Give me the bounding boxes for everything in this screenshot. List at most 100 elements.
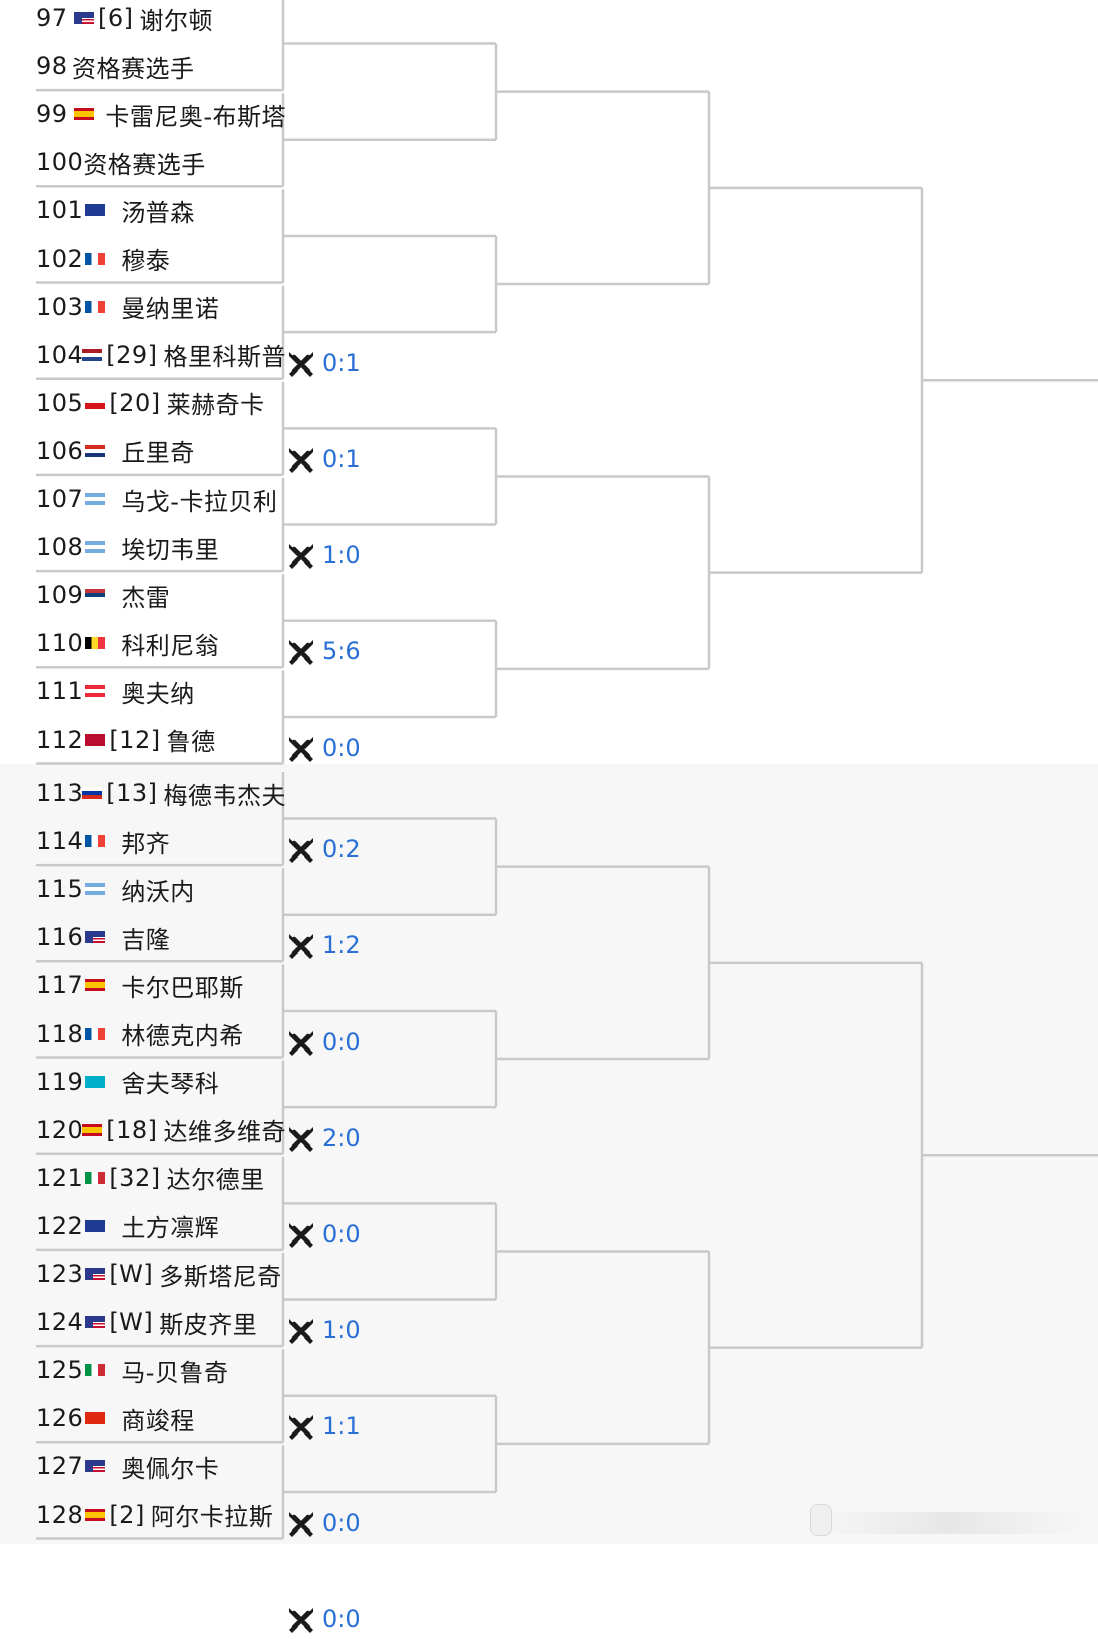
h2h-badge[interactable]: 0:0: [286, 1507, 361, 1539]
player-name: 阿尔卡拉斯: [150, 1503, 274, 1531]
seed-label: [29]: [106, 340, 158, 369]
player-name: 达维多维奇: [163, 1118, 286, 1147]
player-row[interactable]: 104[29]格里科斯普: [36, 334, 286, 376]
player-name: 曼纳里诺: [121, 295, 220, 324]
it-flag-icon: [85, 1171, 106, 1184]
h2h-badge[interactable]: 0:0: [286, 1603, 361, 1635]
h2h-badge[interactable]: 5:6: [286, 635, 361, 667]
ru-flag-icon: [82, 787, 103, 799]
h2h-score: 0:2: [322, 835, 361, 864]
player-name: 埃切韦里: [121, 535, 220, 564]
draw-number: 119: [36, 1067, 84, 1096]
draw-number: 127: [36, 1452, 84, 1481]
h2h-badge[interactable]: 0:0: [286, 1218, 361, 1250]
player-row[interactable]: 99 卡雷尼奥-布斯塔: [36, 93, 286, 135]
h2h-badge[interactable]: 0:0: [286, 732, 361, 764]
ar-flag-icon: [85, 493, 106, 505]
player-row[interactable]: 105[20]莱赫奇卡: [36, 382, 286, 424]
player-row[interactable]: 121[32]达尔德里: [36, 1157, 286, 1199]
player-name: 斯皮齐里: [159, 1310, 258, 1339]
crossed-swords-icon: [286, 1605, 316, 1633]
fr-flag-icon: [85, 1027, 106, 1040]
hr-flag-icon: [85, 444, 106, 457]
player-name: 卡雷尼奥-布斯塔: [105, 102, 286, 131]
crossed-swords-icon: [286, 541, 316, 570]
h2h-score: 0:0: [322, 733, 361, 762]
draw-number: 120: [36, 1115, 84, 1144]
cz-flag-icon: [85, 396, 106, 409]
draw-number: 112: [36, 725, 84, 754]
h2h-badge[interactable]: 2:0: [286, 1122, 361, 1154]
h2h-badge[interactable]: 0:0: [286, 1026, 361, 1058]
crossed-swords-icon: [286, 637, 316, 666]
us-flag-icon: [85, 1268, 106, 1280]
player-name: 丘里奇: [121, 439, 195, 468]
h2h-badge[interactable]: 1:2: [286, 929, 361, 961]
draw-number: 99: [36, 100, 68, 129]
seed-label: [W]: [109, 1260, 154, 1288]
cn-flag-icon: [85, 1412, 106, 1425]
h2h-badge[interactable]: 0:2: [286, 833, 361, 865]
fr-flag-icon: [85, 835, 106, 848]
horizontal-scroll-track[interactable]: [808, 1512, 1088, 1534]
player-row[interactable]: 97[6]谢尔顿: [36, 0, 286, 39]
player-row[interactable]: 128[2]阿尔卡拉斯: [36, 1494, 286, 1536]
draw-number: 116: [36, 923, 84, 952]
player-row[interactable]: 123[W]多斯塔尼奇: [36, 1253, 286, 1295]
draw-number: 122: [36, 1211, 84, 1240]
seed-label: [12]: [109, 725, 161, 754]
fr-flag-icon: [85, 252, 106, 265]
player-name: 邦齐: [121, 829, 171, 858]
player-row[interactable]: 120[18]达维多维奇: [36, 1109, 286, 1151]
player-name: 莱赫奇卡: [166, 391, 265, 420]
h2h-score: 1:1: [322, 1412, 361, 1441]
section-top-background: [0, 0, 1098, 764]
player-name: 商竣程: [121, 1406, 195, 1435]
h2h-badge[interactable]: 1:0: [286, 539, 361, 571]
h2h-score: 0:1: [322, 444, 361, 473]
h2h-badge[interactable]: 1:0: [286, 1314, 361, 1346]
draw-number: 97: [36, 4, 68, 32]
h2h-badge[interactable]: 0:1: [286, 347, 361, 379]
seed-label: [2]: [109, 1500, 145, 1529]
seed-label: [6]: [98, 4, 134, 32]
draw-number: 118: [36, 1019, 84, 1048]
crossed-swords-icon: [286, 1220, 316, 1248]
ar-flag-icon: [85, 541, 106, 554]
player-row[interactable]: 113[13]梅德韦杰夫: [36, 772, 286, 814]
au-flag-icon: [85, 204, 106, 217]
us-flag-icon: [85, 1316, 106, 1329]
crossed-swords-icon: [286, 445, 316, 473]
h2h-badge[interactable]: 0:1: [286, 443, 361, 475]
h2h-score: 1:0: [322, 1316, 361, 1345]
h2h-score: 1:0: [322, 541, 361, 570]
h2h-badge[interactable]: 1:1: [286, 1410, 361, 1442]
scroll-handle[interactable]: [810, 1504, 832, 1536]
player-name: 格里科斯普: [163, 343, 286, 372]
player-row[interactable]: 112[12]鲁德: [36, 719, 286, 761]
player-row[interactable]: 124[W]斯皮齐里: [36, 1301, 286, 1343]
crossed-swords-icon: [286, 835, 316, 864]
draw-number: 105: [36, 388, 84, 417]
